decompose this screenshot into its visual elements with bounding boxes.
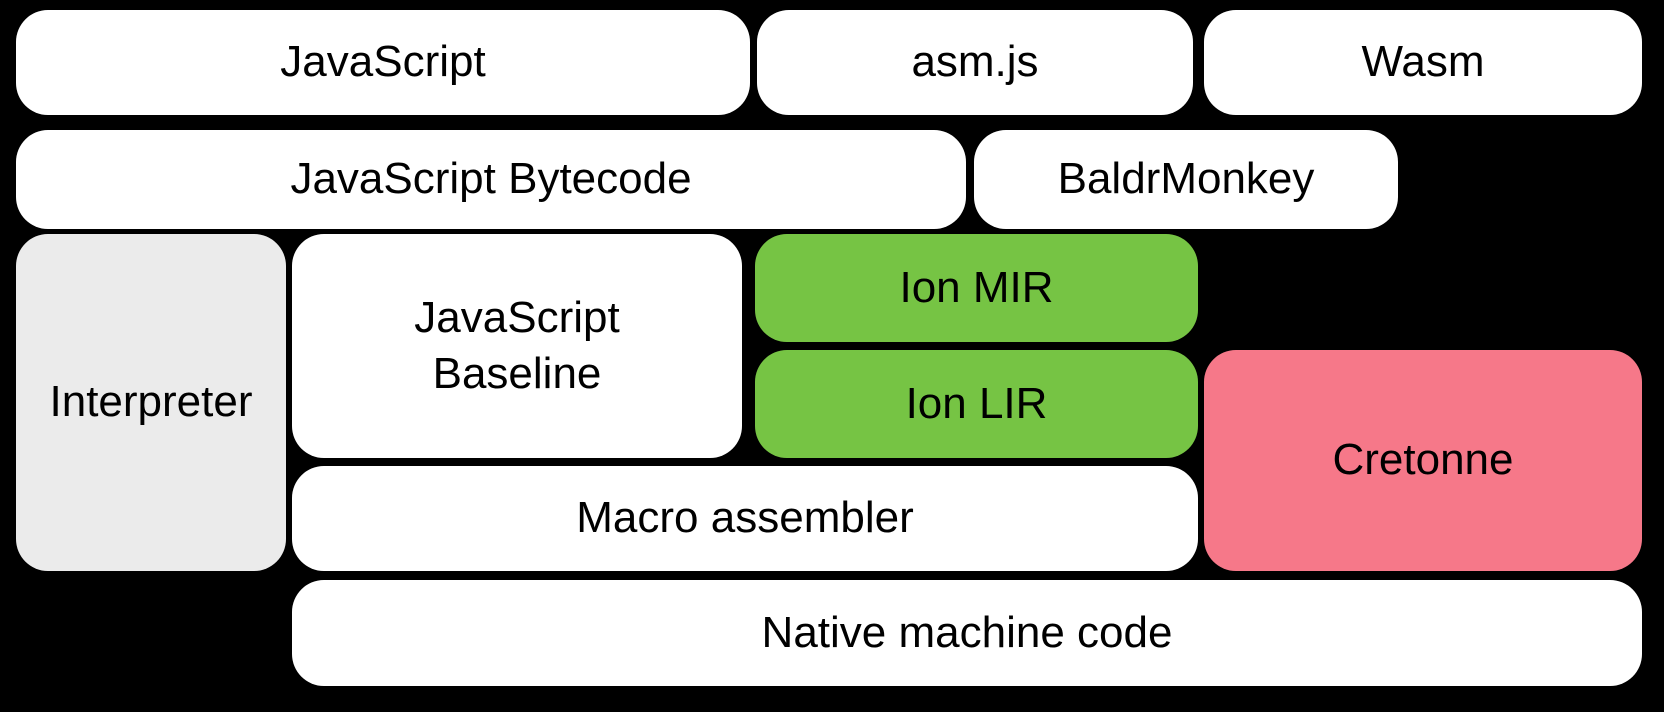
node-baldrmonkey-label: BaldrMonkey (1057, 154, 1315, 204)
node-javascript: JavaScript (16, 10, 750, 115)
node-ion-mir-label: Ion MIR (899, 262, 1054, 312)
node-javascript-bytecode: JavaScript Bytecode (16, 130, 966, 229)
node-native-machine-code-label: Native machine code (761, 607, 1173, 657)
node-javascript-label: JavaScript (280, 37, 486, 87)
node-asmjs: asm.js (757, 10, 1193, 115)
node-interpreter-label: Interpreter (49, 377, 253, 427)
node-macro-assembler: Macro assembler (292, 466, 1198, 571)
node-ion-lir-label: Ion LIR (905, 378, 1048, 428)
node-wasm: Wasm (1204, 10, 1642, 115)
node-native-machine-code: Native machine code (292, 580, 1642, 686)
node-cretonne-label: Cretonne (1332, 435, 1514, 485)
node-ion-lir: Ion LIR (755, 350, 1198, 458)
node-baldrmonkey: BaldrMonkey (974, 130, 1398, 229)
node-asmjs-label: asm.js (911, 37, 1039, 87)
node-wasm-label: Wasm (1361, 37, 1485, 87)
node-javascript-bytecode-label: JavaScript Bytecode (290, 154, 692, 204)
node-javascript-baseline: JavaScript Baseline (292, 234, 742, 458)
node-ion-mir: Ion MIR (755, 234, 1198, 342)
node-javascript-baseline-label: JavaScript Baseline (414, 292, 620, 398)
node-cretonne: Cretonne (1204, 350, 1642, 571)
node-interpreter: Interpreter (16, 234, 286, 571)
node-macro-assembler-label: Macro assembler (576, 493, 914, 543)
